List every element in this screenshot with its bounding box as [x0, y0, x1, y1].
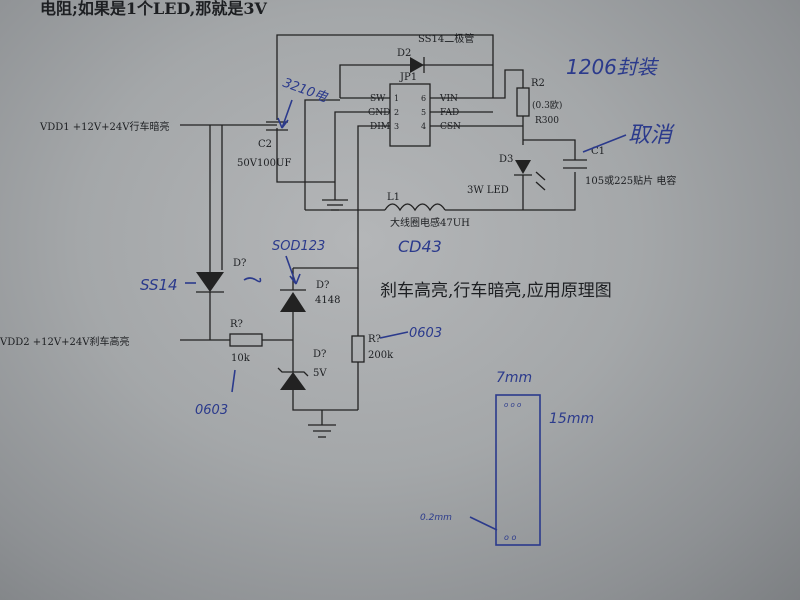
arrow-3210 — [277, 99, 293, 129]
ic-pin-dim: DIM — [370, 122, 390, 132]
d2-desc: SS14二极管 — [418, 32, 474, 45]
arrow-sod123 — [285, 255, 301, 285]
inductor-l1: L1 大线圈电感47UH — [384, 192, 470, 229]
r-10k-ref: R? — [230, 319, 243, 330]
r-200k-value: 200k — [368, 350, 394, 361]
handwritten-notes: 1206封装 取消 3210电 SS14 SOD123 CD43 0603 06… — [140, 55, 675, 546]
ic-pin-fad: FAD — [440, 108, 459, 118]
capacitor-c2: C2 50V100UF — [237, 121, 291, 169]
c2-value: 50V100UF — [237, 158, 291, 169]
d-4148-value: 4148 — [315, 295, 340, 306]
ic-pin5-num: 5 — [421, 108, 426, 117]
diode-4148: D? 4148 — [280, 280, 340, 312]
ic-pin-csn: CSN — [440, 122, 461, 132]
note-02mm: 0.2mm — [420, 513, 452, 523]
resistor-10k: R? 10k — [229, 319, 263, 364]
wires — [180, 34, 576, 425]
diagram-title: 刹车高亮,行车暗亮,应用原理图 — [380, 281, 612, 301]
capacitor-c1: C1 105或225贴片 电容 — [563, 146, 676, 187]
arrow-0603-b — [379, 331, 409, 339]
led-d3: D3 3W LED — [467, 154, 546, 196]
package-dots-bottom: o o — [504, 533, 516, 542]
note-cancel: 取消 — [628, 123, 675, 148]
note-0603-a: 0603 — [195, 403, 228, 418]
note-7mm: 7mm — [496, 370, 532, 386]
note-sod123: SOD123 — [272, 239, 325, 254]
c1-desc: 105或225贴片 电容 — [585, 174, 676, 187]
d3-label: D3 — [499, 154, 513, 165]
c2-label: C2 — [258, 139, 272, 150]
diode-d2: D2 SS14二极管 — [397, 32, 474, 73]
ic-pin1-num: 1 — [394, 94, 399, 103]
d-ss14-ref: D? — [233, 258, 246, 269]
d-zener-ref: D? — [313, 349, 326, 360]
ic-pin-gnd: GND — [368, 108, 390, 118]
l1-desc: 大线圈电感47UH — [390, 216, 470, 229]
l1-label: L1 — [387, 192, 400, 203]
note-0603-b: 0603 — [409, 326, 442, 341]
ground-top — [322, 199, 348, 211]
ic-pin3-num: 3 — [394, 122, 399, 131]
header-text: 电阻;如果是1个LED,那就是3V — [40, 0, 267, 18]
vdd1-label: VDD1 +12V+24V行车暗亮 — [39, 120, 169, 133]
d-4148-ref: D? — [316, 280, 329, 291]
ic-pin2-num: 2 — [394, 108, 399, 117]
resistor-r2: R2 (0.3欧) R300 — [516, 78, 562, 126]
note-ss14: SS14 — [140, 276, 178, 294]
r2-value: (0.3欧) — [532, 99, 562, 111]
r2-part: R300 — [535, 116, 559, 126]
d-zener-value: 5V — [313, 368, 327, 379]
scribble-ss14 — [243, 277, 262, 283]
package-dots-top: o o o — [504, 401, 521, 409]
note-1206: 1206封装 — [566, 55, 660, 79]
arrow-02mm — [469, 516, 498, 531]
ic-jp1: JP1 SW GND DIM 1 2 3 6 5 4 VIN FAD CSN — [368, 72, 461, 147]
vdd2-label: VDD2 +12V+24V刹车高亮 — [0, 335, 129, 348]
c1-label: C1 — [591, 146, 605, 157]
diode-ss14: D? — [196, 125, 246, 293]
arrow-cancel — [582, 134, 627, 153]
ground-bottom — [308, 424, 336, 438]
d3-desc: 3W LED — [467, 185, 509, 196]
package-outline — [495, 394, 541, 546]
zener-5v: D? 5V — [277, 349, 327, 390]
r-200k-ref: R? — [368, 334, 381, 345]
note-cd43: CD43 — [398, 237, 442, 256]
note-15mm: 15mm — [549, 411, 594, 427]
ic-ref: JP1 — [399, 72, 417, 83]
ic-pin4-num: 4 — [421, 122, 426, 131]
arrow-0603-a — [231, 369, 236, 393]
ic-pin6-num: 6 — [421, 94, 426, 103]
r-10k-value: 10k — [231, 353, 251, 364]
ic-pin-vin: VIN — [439, 94, 458, 104]
ic-pin-sw: SW — [370, 94, 386, 104]
d2-label: D2 — [397, 48, 411, 59]
resistor-200k: R? 200k — [351, 334, 394, 363]
r2-label: R2 — [531, 78, 545, 89]
